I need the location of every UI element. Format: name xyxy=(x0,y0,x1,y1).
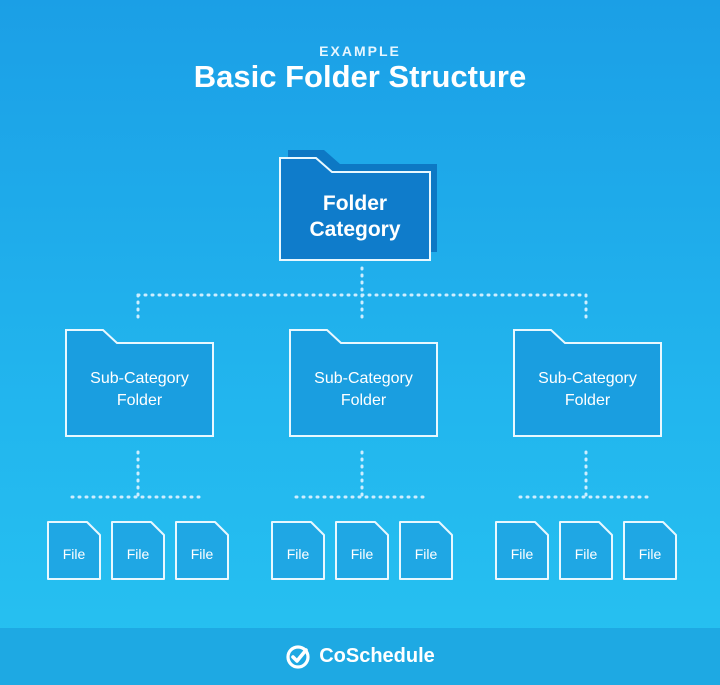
checkmark-badge-icon xyxy=(286,644,310,669)
sub-folder-icon-3 xyxy=(513,329,662,437)
file-icon-1-2 xyxy=(111,521,165,580)
root-label-line1: Folder xyxy=(322,192,388,215)
sub-folder-icon-1 xyxy=(65,329,214,437)
sub-folder-icon-2 xyxy=(289,329,438,437)
diagram-title: Basic Folder Structure xyxy=(193,59,527,94)
file-icon-2-2 xyxy=(335,521,389,580)
file-label: File xyxy=(574,546,598,562)
file-icon-2-3 xyxy=(399,521,453,580)
file-icon-3-3 xyxy=(623,521,677,580)
sub-folder-2-line1: Sub-Category xyxy=(314,370,413,387)
sub-folder-3-line1: Sub-Category xyxy=(538,370,637,387)
file-label: File xyxy=(510,546,534,562)
sub-folder-label-3: Sub-Category Folder xyxy=(514,345,661,435)
root-label-line2: Category xyxy=(309,218,401,241)
file-icon-3-1 xyxy=(495,521,549,580)
sub-folder-3-line2: Folder xyxy=(564,392,611,409)
file-label: File xyxy=(638,546,662,562)
sub-folder-2-line2: Folder xyxy=(340,392,387,409)
file-label: File xyxy=(286,546,310,562)
file-label: File xyxy=(414,546,438,562)
diagram-eyebrow: EXAMPLE xyxy=(319,43,401,59)
sub-folder-1-line2: Folder xyxy=(116,392,163,409)
file-label: File xyxy=(126,546,150,562)
sub-folder-label-1: Sub-Category Folder xyxy=(66,345,213,435)
file-label: File xyxy=(350,546,374,562)
file-icon-1-1 xyxy=(47,521,101,580)
file-icon-2-1 xyxy=(271,521,325,580)
file-label: File xyxy=(62,546,86,562)
file-icons xyxy=(47,521,677,580)
brand-name: CoSchedule xyxy=(319,645,435,667)
sub-folder-1-line1: Sub-Category xyxy=(90,370,189,387)
file-icon-1-3 xyxy=(175,521,229,580)
root-folder-label: Folder Category xyxy=(280,174,430,260)
file-label: File xyxy=(190,546,214,562)
connector-lines xyxy=(70,266,653,499)
footer-bar: CoSchedule xyxy=(0,628,720,685)
sub-folder-label-2: Sub-Category Folder xyxy=(290,345,437,435)
root-folder-icon xyxy=(279,157,431,261)
file-icon-3-2 xyxy=(559,521,613,580)
